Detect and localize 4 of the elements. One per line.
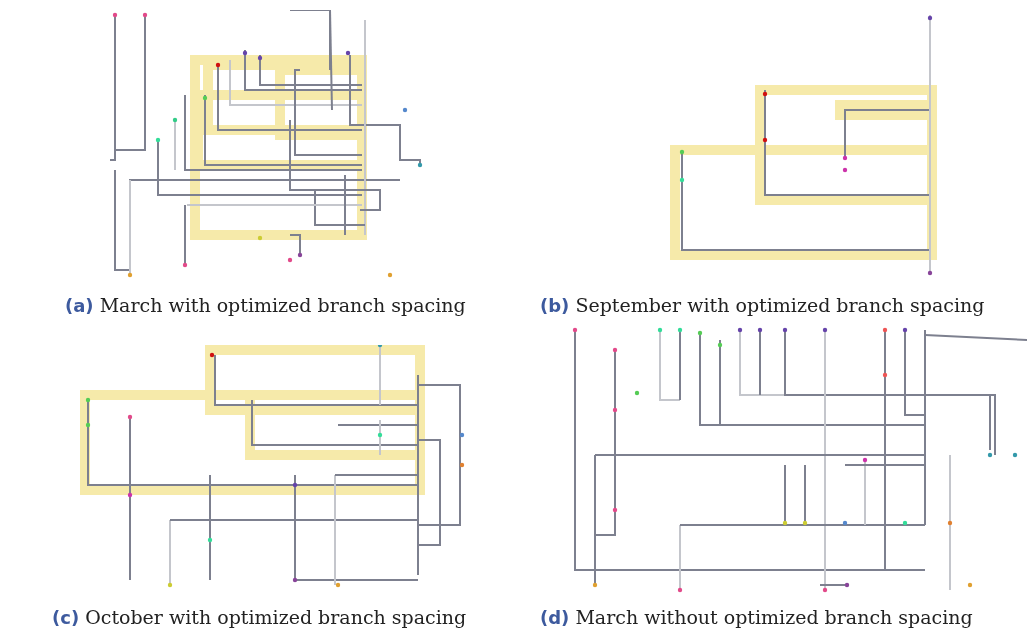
figure-caption: (c) October with optimized branch spacing <box>52 606 467 628</box>
figure-caption: (d) March without optimized branch spacing <box>540 606 973 628</box>
figure-caption: (a) March with optimized branch spacing <box>65 294 466 316</box>
figure-caption: (b) September with optimized branch spacing <box>540 294 985 316</box>
